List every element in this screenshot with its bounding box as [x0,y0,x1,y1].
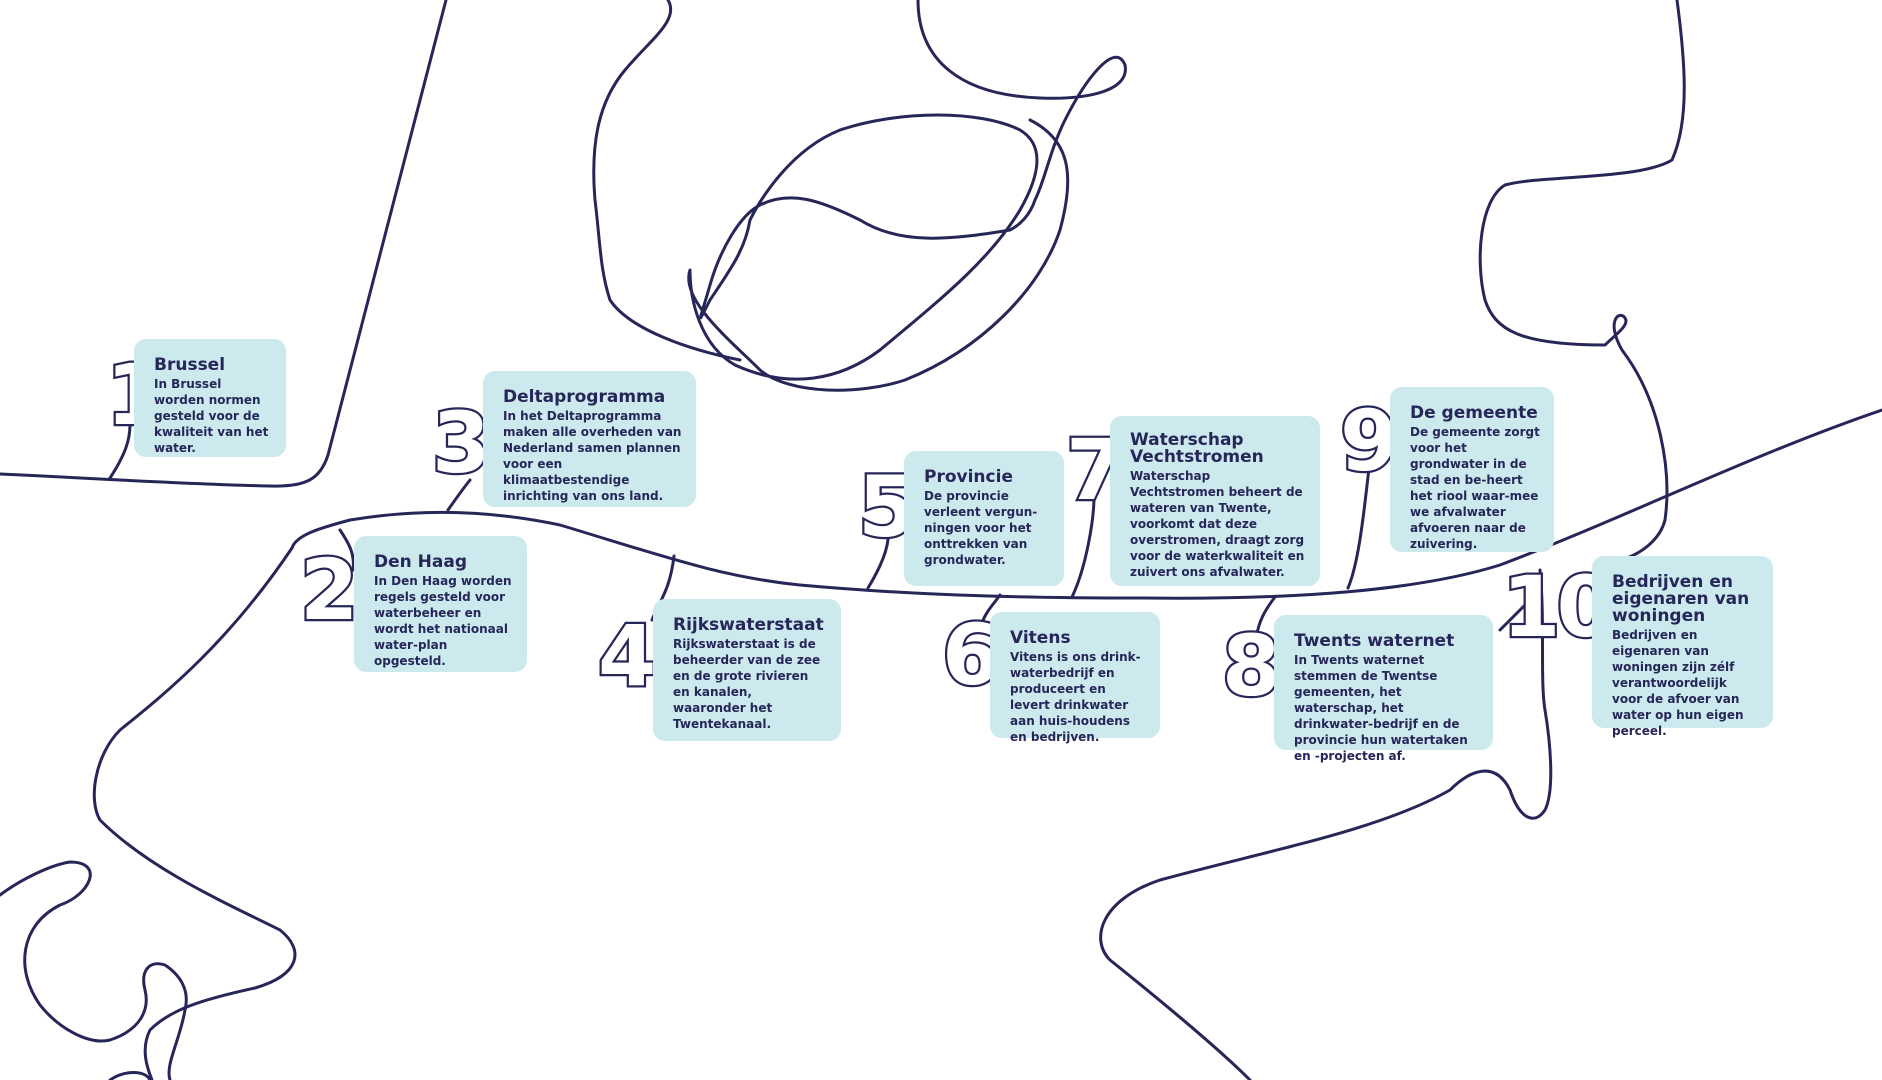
step-title-5: Provincie [924,467,1013,487]
bottom-left-corner [108,1071,152,1080]
step-number-2: 2 [298,541,361,639]
step-text-2: In Den Haag worden regels gesteld voor w… [374,574,512,668]
connector-5 [866,528,890,590]
step-text-3: In het Deltaprogramma maken alle overhed… [503,409,682,503]
step-number-8: 8 [1220,617,1283,715]
step-title-3: Deltaprogramma [503,387,666,407]
step-text-5: De provincie verleent vergun-ningen voor… [924,489,1038,567]
step-card-7: Waterschap Vechtstromen Waterschap Vecht… [1110,416,1320,586]
connector-7 [1070,488,1096,599]
connector-2 [338,528,355,572]
connector-1 [108,423,132,480]
step-title-9: De gemeente [1410,403,1538,423]
step-title-1: Brussel [154,355,226,375]
step-text-10: Bedrijven en eigenaren van woningen zijn… [1612,628,1744,738]
step-card-1: Brussel In Brussel worden normen gesteld… [134,339,286,457]
step-card-10: Bedrijven en eigenaren van woningen Bedr… [1592,556,1773,738]
lake-loop-line [687,0,1127,392]
main-river-line [0,0,448,488]
bottom-right-line [1099,568,1553,1080]
step-title-8: Twents waternet [1294,631,1455,651]
step-card-6: Vitens Vitens is ons drink-waterbedrijf … [990,612,1160,744]
connector-9 [1346,458,1372,590]
step-card-8: Twents waternet In Twents waternet stemm… [1274,615,1493,763]
connector-10 [1498,593,1537,632]
connector-6 [978,593,1002,630]
step-text-4: Rijkswaterstaat is de beheerder van de z… [673,637,821,731]
step-text-9: De gemeente zorgt voor het grondwater in… [1410,425,1540,551]
step-title-6: Vitens [1010,628,1071,648]
step-text-6: Vitens is ons drink-waterbedrijf en prod… [1010,650,1141,744]
step-card-2: Den Haag In Den Haag worden regels geste… [354,536,527,672]
long-river-line [92,408,1882,1080]
step-title-4: Rijkswaterstaat [673,615,824,635]
step-text-7: Waterschap Vechtstromen beheert de water… [1130,469,1305,579]
step-card-4: Rijkswaterstaat Rijkswaterstaat is de be… [653,599,841,741]
right-border-line [1478,0,1686,562]
bottom-left-blob [0,860,188,1080]
step-number-3: 3 [430,394,493,492]
step-card-3: Deltaprogramma In het Deltaprogramma mak… [483,371,696,507]
connector-3 [446,478,472,512]
step-title-7: Waterschap Vechtstromen [1130,430,1264,467]
connector-8 [1254,595,1277,642]
step-text-1: In Brussel worden normen gesteld voor de… [154,377,269,455]
step-text-8: In Twents waternet stemmen de Twentse ge… [1294,653,1468,763]
step-card-9: De gemeente De gemeente zorgt voor het g… [1390,387,1554,552]
step-number-4: 4 [596,607,659,705]
step-title-10: Bedrijven en eigenaren van woningen [1612,572,1750,626]
outer-loop-line [592,0,742,362]
step-title-2: Den Haag [374,552,468,572]
step-number-9: 9 [1338,392,1401,490]
step-card-5: Provincie De provincie verleent vergun-n… [904,451,1064,586]
step-number-6: 6 [940,606,1003,704]
